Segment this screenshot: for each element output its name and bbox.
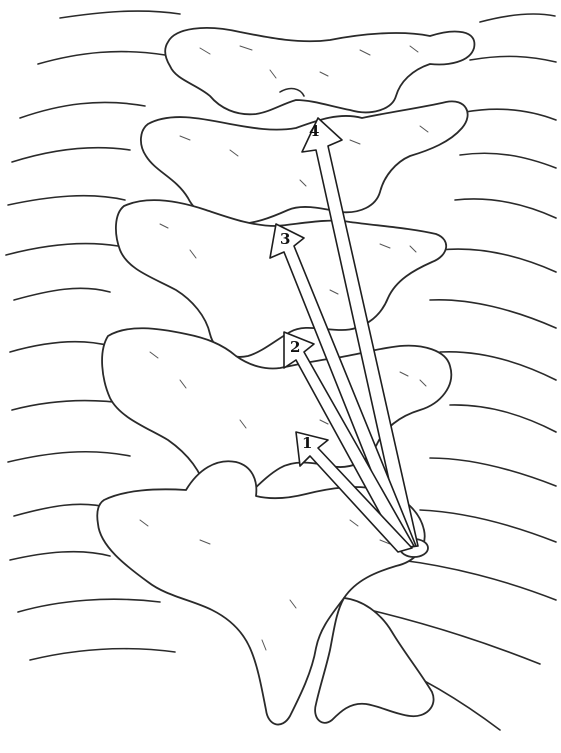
arrow-3-label: 3 bbox=[280, 230, 290, 248]
arrow-1-label: 1 bbox=[302, 434, 312, 452]
arrow-4-label: 4 bbox=[309, 122, 319, 140]
vertebra-top bbox=[165, 28, 474, 114]
arrow-2-label: 2 bbox=[290, 338, 300, 356]
